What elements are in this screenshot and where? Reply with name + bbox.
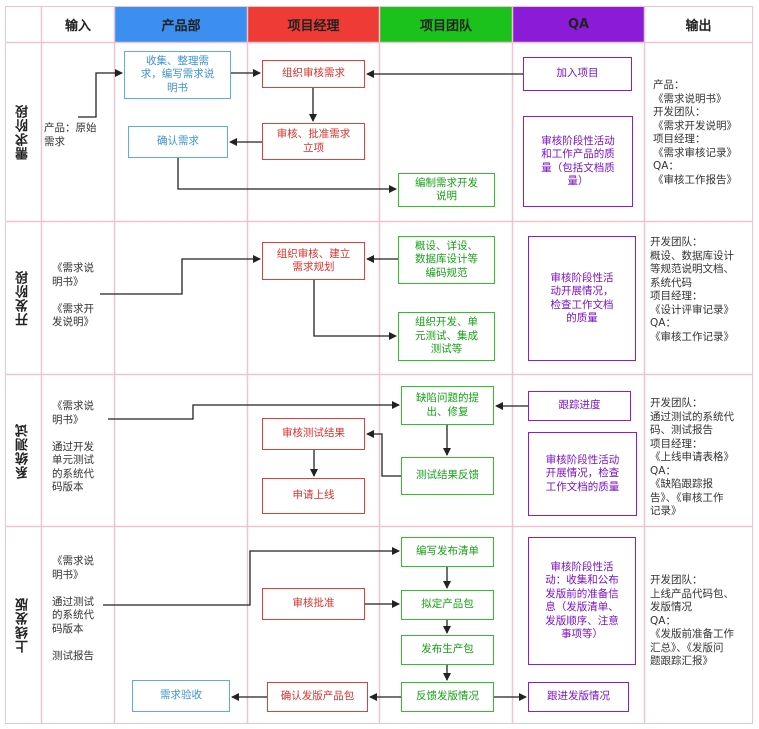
output-development: 开发团队： 概设、数据库设计 等规范说明文档、 系统代码 项目经理： 《设计评审… <box>650 236 734 343</box>
input-requirements: 产品：原始 需求 <box>44 122 97 148</box>
stage-development: 开发阶段 <box>16 270 31 326</box>
header-team: 项目团队 <box>380 7 512 42</box>
release-feedback-box[interactable]: 反馈发版情况 <box>401 682 494 712</box>
output-requirements: 产品： 《需求说明书》 开发团队： 《需求开发说明》 项目经理： 《需求审核记录… <box>653 79 737 186</box>
write-release-list-box[interactable]: 编写发布清单 <box>401 537 494 567</box>
grid-frame <box>5 6 753 724</box>
track-progress-box[interactable]: 跟踪进度 <box>528 391 631 421</box>
qa-review-development-box[interactable]: 审核阶段性活 动开展情况， 检查工作文档 的质量 <box>528 236 636 361</box>
apply-launch-box[interactable]: 申请上线 <box>262 478 365 514</box>
acceptance-box[interactable]: 需求验收 <box>132 680 230 712</box>
confirm-package-box[interactable]: 确认发版产品包 <box>267 682 368 712</box>
publish-package-box[interactable]: 发布生产包 <box>401 635 494 665</box>
qa-review-requirements-box[interactable]: 审核阶段性活动 和工作产品的质 量（包括文档质 量） <box>523 116 633 207</box>
output-testing: 开发团队： 通过测试的系统代 码、测试报告 项目经理： 《上线申请表格》 QA：… <box>650 397 734 517</box>
test-feedback-box[interactable]: 测试结果反馈 <box>401 457 494 495</box>
review-test-results-box[interactable]: 审核测试结果 <box>262 418 365 450</box>
review-approve-box[interactable]: 审核批准 <box>262 588 365 620</box>
qa-review-release-box[interactable]: 审核阶段性活 动：收集和公布 发版前的准备信 息（发版清单、 发版顺序、注意 事… <box>528 537 636 665</box>
defect-fix-box[interactable]: 缺陷问题的提 出、修复 <box>401 386 494 425</box>
header-corner <box>6 7 41 42</box>
design-spec-box[interactable]: 概设、详设、 数据库设计等 编码规范 <box>398 236 495 284</box>
header-qa: QA <box>513 7 644 42</box>
track-release-box[interactable]: 跟进发版情况 <box>528 682 629 712</box>
develop-test-box[interactable]: 组织开发、单 元测试、集成 测试等 <box>398 312 495 361</box>
header-input: 输入 <box>64 19 91 34</box>
join-project-box[interactable]: 加入项目 <box>523 57 632 91</box>
confirm-requirements-box[interactable]: 确认需求 <box>128 126 228 158</box>
draft-package-box[interactable]: 拟定产品包 <box>401 590 494 620</box>
qa-review-testing-box[interactable]: 审核阶段性活动 开展情况，检查 工作文档的质量 <box>528 432 637 516</box>
input-development: 《需求说 明书》 《需求开 发说明》 <box>52 262 94 328</box>
approve-project-box[interactable]: 审核、批准需求 立项 <box>262 123 365 160</box>
stage-testing: 系统测试 <box>16 422 31 479</box>
organize-review-box[interactable]: 组织审核需求 <box>262 60 365 88</box>
organize-review-plan-box[interactable]: 组织审核、建立 需求规划 <box>262 242 365 280</box>
input-release: 《需求说 明书》 通过测试 的系统代 码版本 测试报告 <box>52 555 94 662</box>
header-product: 产品部 <box>115 7 247 42</box>
collect-requirements-box[interactable]: 收集、整理需 求，编写需求说 明书 <box>124 51 231 99</box>
output-release: 开发团队： 上线产品代码包、 发版情况 QA： 《发版前准备工作 汇总》、《发版… <box>650 574 734 667</box>
input-testing: 《需求说 明书》 通过开发 单元测试 的系统代 码版本 <box>52 400 94 493</box>
stage-requirements: 需求阶段 <box>16 104 31 160</box>
header-pm: 项目经理 <box>248 7 379 42</box>
write-dev-spec-box[interactable]: 编制需求开发 说明 <box>398 173 495 207</box>
stage-release: 上线发版 <box>16 597 31 653</box>
header-output: 输出 <box>685 19 712 34</box>
